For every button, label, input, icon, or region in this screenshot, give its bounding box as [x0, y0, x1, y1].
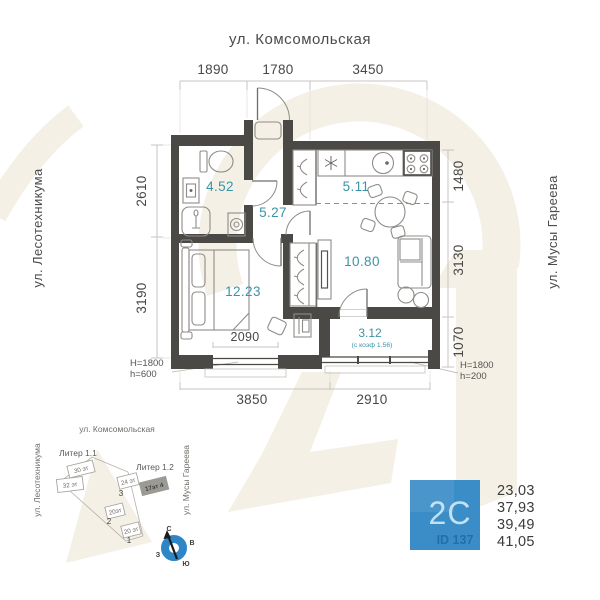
compass-needle-tip: [163, 530, 171, 539]
apartment-walls: [171, 120, 440, 369]
wardrobe: [289, 242, 317, 307]
building-24-label: 24 эт: [120, 477, 136, 487]
apartment-type-card: 2С ID 137: [410, 480, 480, 550]
dim-right-3: 1070: [451, 326, 466, 357]
building-20b-number: 1: [127, 536, 132, 545]
dim-bottom-2: 2910: [356, 392, 387, 407]
site-street-left: ул. Лесотехникума: [32, 443, 42, 517]
compass: С В З Ю: [156, 526, 195, 568]
building-24: 24 эт: [116, 472, 140, 490]
dimension-lines: [151, 80, 459, 390]
building-20a-label: 20эт: [108, 507, 122, 517]
entry-cabinet: [254, 121, 282, 140]
card-background: [410, 480, 480, 550]
room-label-hall: 5.27: [259, 205, 287, 220]
street-label-top: ул. Комсомольская: [229, 31, 371, 48]
building-30-label: 30 эт: [73, 465, 89, 475]
fridge-snowflake-icon: [324, 156, 338, 170]
bedroom-window: [204, 357, 287, 378]
bedroom-furniture: [180, 239, 312, 340]
toilet-icon: [199, 150, 234, 173]
washing-machine-icon: [227, 212, 246, 237]
room-label-bathroom: 4.52: [206, 179, 234, 194]
kitchen-passage-door: [285, 210, 311, 236]
building-17-label: 17эт 4: [144, 482, 164, 493]
liter-2-label: Литер 1.2: [136, 462, 174, 472]
building-20a-number: 2: [107, 517, 112, 526]
hanger-icon: [296, 158, 308, 199]
room-label-bedroom: 12.23: [225, 284, 261, 299]
stat-value-2: 37,93: [497, 500, 535, 516]
window-height-note-left-H: H=1800: [130, 358, 164, 369]
compass-east: В: [189, 540, 194, 547]
stat-value-4: 41,05: [497, 534, 535, 550]
dim-top-3: 3450: [352, 62, 383, 77]
stat-value-1: 23,03: [497, 483, 535, 499]
dim-top-2: 1780: [262, 62, 293, 77]
balcony-door: [338, 288, 368, 318]
room-label-living: 10.80: [344, 254, 380, 269]
sofa-icon: [397, 235, 432, 309]
room-label-balcony: 3.12: [358, 326, 382, 340]
window-height-note-right-h: h=200: [460, 371, 487, 382]
dim-right-1: 1480: [451, 160, 466, 191]
compass-south: Ю: [182, 561, 189, 568]
dim-left-1: 2610: [134, 175, 149, 206]
building-32-label: 32 эт: [62, 481, 78, 490]
stove-icon: [403, 150, 432, 176]
dim-window: 2090: [230, 330, 259, 344]
kitchen-furniture: [317, 149, 433, 239]
shower-tray-icon: [181, 206, 211, 237]
kitchen-sink-icon: [371, 151, 395, 175]
room-label-kitchen: 5.11: [343, 179, 370, 194]
building-20b: 20 эт: [120, 521, 142, 539]
liter-1-label: Литер 1.1: [59, 448, 97, 458]
hall-closet: [292, 149, 317, 206]
building-20a: 20эт: [104, 502, 126, 520]
apartment-type-label: 2С: [429, 495, 472, 531]
building-30: 30 эт: [66, 459, 96, 479]
living-furniture: [317, 235, 432, 309]
hanger-icon: [293, 287, 305, 305]
building-20b-label: 20 эт: [123, 526, 139, 536]
compass-west: З: [156, 552, 161, 559]
street-label-left: ул. Лесотехникума: [30, 168, 45, 288]
building-24-number: 3: [119, 489, 124, 498]
site-street-right: ул. Мусы Гареева: [181, 445, 191, 515]
window-height-note-left-h: h=600: [130, 369, 157, 380]
stat-value-3: 39,49: [497, 517, 535, 533]
dim-right-2: 3130: [451, 244, 466, 275]
dim-bottom-1: 3850: [236, 392, 267, 407]
sink-icon: [182, 177, 200, 204]
area-stats: 23,03 37,93 39,49 41,05: [497, 483, 535, 550]
apartment-id-label: ID 137: [437, 533, 474, 547]
building-32: 32 эт: [55, 475, 85, 494]
tv-unit-icon: [317, 239, 332, 300]
balcony-glazing: [322, 356, 428, 374]
dining-table-icon: [360, 183, 418, 239]
site-street-top: ул. Комсомольская: [79, 424, 155, 434]
compass-ring: [161, 535, 187, 561]
entrance-door: [256, 87, 290, 121]
dim-left-2: 3190: [134, 282, 149, 313]
desk-chair-icon: [267, 313, 312, 338]
card-watermark-corner: [410, 480, 454, 512]
building-17-current: 17эт 4: [138, 475, 170, 497]
bed-icon: [180, 239, 250, 340]
street-label-right: ул. Мусы Гареева: [545, 175, 560, 289]
bedroom-door: [252, 237, 282, 267]
dim-top-1: 1890: [197, 62, 228, 77]
bathroom-fixtures: [181, 150, 246, 237]
window-height-note-right-H: H=1800: [460, 360, 494, 371]
hanger-icon: [293, 268, 305, 286]
compass-north: С: [166, 526, 171, 533]
hanger-icon: [293, 249, 305, 267]
room-label-balcony-note: (с коэф 1.56): [352, 342, 393, 349]
bathroom-door: [251, 180, 278, 207]
site-plan: ул. Комсомольская ул. Лесотехникума ул. …: [32, 424, 191, 545]
